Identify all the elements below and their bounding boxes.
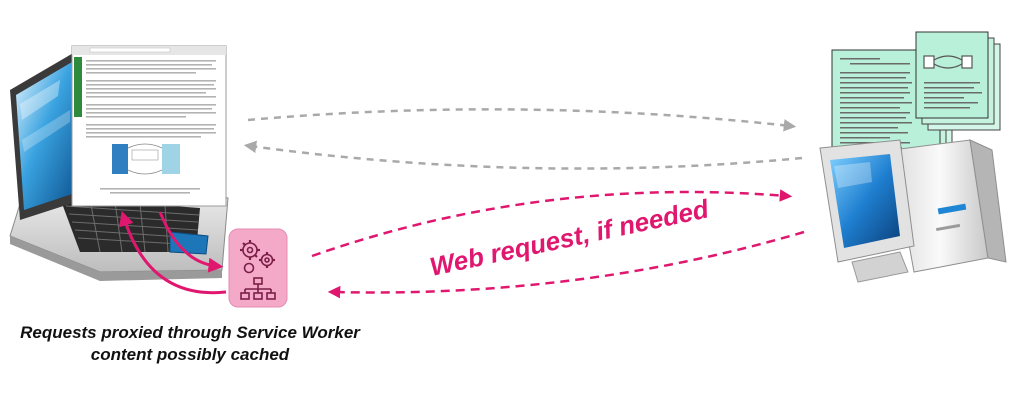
- proxy-arrow-to-page: [119, 210, 227, 295]
- gray-arrow-to-server: [247, 108, 797, 132]
- web-page-screenshot: [71, 45, 227, 207]
- web-request-label: Web request, if needed: [427, 193, 712, 282]
- laptop-icon: [9, 45, 229, 281]
- caption-line-2: content possibly cached: [90, 345, 290, 364]
- web-request-arrow-outgoing: [311, 189, 793, 258]
- service-worker-gears-icon: [228, 228, 288, 308]
- proxy-arrow-to-service-worker: [158, 211, 224, 273]
- caption-line-1: Requests proxied through Service Worker: [20, 323, 360, 342]
- server-computer-icon: [819, 139, 1007, 283]
- gray-arrow-to-client: [243, 140, 803, 170]
- web-request-arrow-returning: [327, 230, 805, 299]
